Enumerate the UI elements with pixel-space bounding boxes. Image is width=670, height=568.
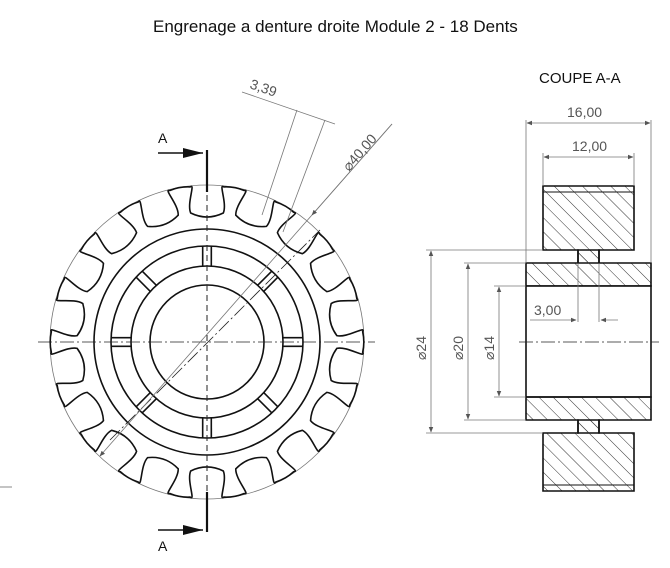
section-marker-top: A <box>158 130 168 146</box>
tooth-thickness-leader <box>241 91 336 125</box>
tooth-thickness-dim: 3,39 <box>248 76 279 100</box>
section-arrowhead-top <box>183 148 203 158</box>
section-arrowhead-bottom <box>183 525 203 535</box>
outer-diameter-circle <box>49 184 365 500</box>
drawing-title: Engrenage a denture droite Module 2 - 18… <box>153 17 518 36</box>
hub-ribs <box>111 246 303 438</box>
hub-rib-line <box>141 270 157 286</box>
hub-width-dim: 12,00 <box>572 138 607 154</box>
hub-rib-line <box>263 392 279 408</box>
diameter-outer-dim: ⌀24 <box>413 336 429 360</box>
section-hub-top <box>525 249 652 287</box>
diameter-mid-dim: ⌀20 <box>450 336 466 360</box>
hub-rib-line <box>263 276 279 292</box>
hub-rib-line <box>257 270 273 286</box>
gear-teeth-profile <box>49 185 365 499</box>
outer-diameter-dim: ⌀40,00 <box>339 131 380 174</box>
outer-diameter-dim-arrow <box>311 123 393 216</box>
section-rim-bottom <box>542 419 635 492</box>
overall-width-dim: 16,00 <box>567 104 602 120</box>
section-view: 16,00 12,00 3,00 ⌀24 ⌀20 ⌀14 <box>413 104 659 492</box>
section-bore <box>525 285 652 398</box>
front-view: A A 3,39 ⌀40,00 <box>0 76 393 554</box>
hub-rib-line <box>141 398 157 414</box>
hub-rib-line <box>135 276 151 292</box>
hub-rib-line <box>257 398 273 414</box>
groove-depth-dim: 3,00 <box>534 302 561 318</box>
section-title: COUPE A-A <box>539 70 621 87</box>
diameter-bore-dim: ⌀14 <box>481 336 497 360</box>
hub-rib-line <box>135 392 151 408</box>
tooth-thickness-ext-1 <box>261 109 298 216</box>
section-marker-bottom: A <box>158 538 168 554</box>
tooth-thickness-ext-2 <box>282 119 326 233</box>
